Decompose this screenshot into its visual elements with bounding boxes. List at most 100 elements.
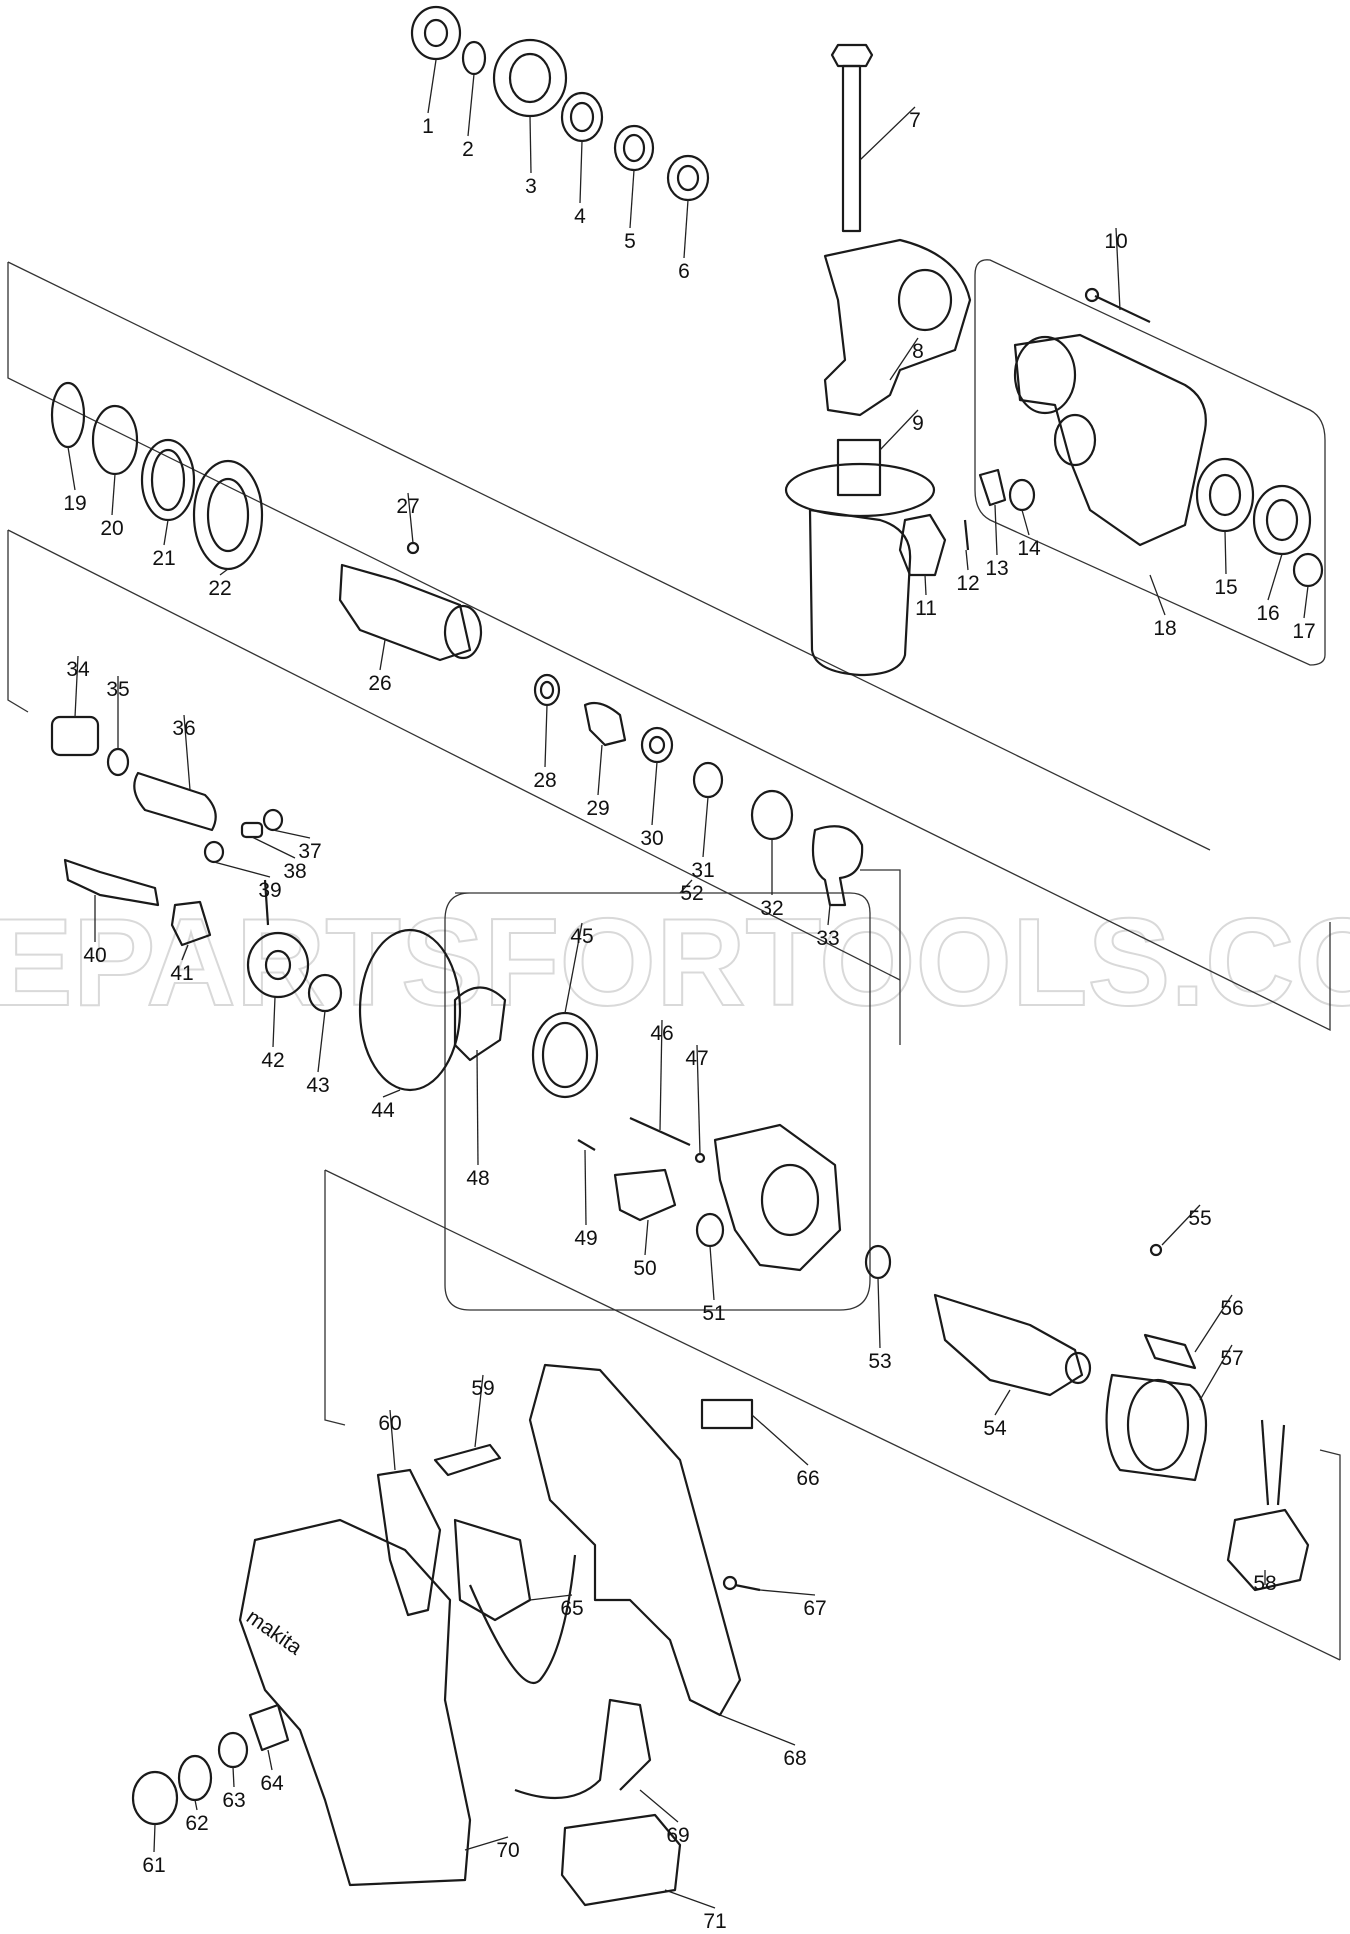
- leader-line-45: [564, 922, 583, 1014]
- leader-line-47: [696, 1044, 701, 1155]
- part-label-49: 49: [574, 1227, 597, 1250]
- leader-line-19: [67, 446, 76, 491]
- part-label-60: 60: [378, 1412, 401, 1435]
- leader-line-10: [1115, 227, 1121, 311]
- part-label-9: 9: [912, 412, 924, 435]
- leader-line-29: [597, 744, 603, 796]
- leader-line-43: [317, 1010, 326, 1073]
- leader-line-38: [251, 836, 296, 859]
- group-outlines: [7, 259, 1341, 1661]
- leader-line-36: [183, 714, 191, 791]
- leader-line-71: [664, 1889, 716, 1909]
- part-label-46: 46: [650, 1022, 673, 1045]
- part-label-43: 43: [306, 1074, 329, 1097]
- part-label-61: 61: [142, 1854, 165, 1877]
- leader-line-39: [213, 861, 271, 878]
- leader-line-22: [219, 568, 229, 576]
- part-label-66: 66: [796, 1467, 819, 1490]
- leader-line-9: [879, 409, 919, 451]
- leader-line-5: [629, 169, 635, 229]
- part-label-40: 40: [83, 944, 106, 967]
- part-label-30: 30: [640, 827, 663, 850]
- part-label-4: 4: [574, 205, 586, 228]
- part-label-41: 41: [170, 962, 193, 985]
- leader-line-46: [659, 1019, 663, 1131]
- part-label-48: 48: [466, 1167, 489, 1190]
- part-label-56: 56: [1220, 1297, 1243, 1320]
- leader-line-54: [994, 1389, 1011, 1416]
- leader-line-53: [877, 1277, 881, 1349]
- leader-line-64: [267, 1749, 273, 1771]
- leader-line-55: [1161, 1204, 1201, 1246]
- part-label-69: 69: [666, 1824, 689, 1847]
- part-label-27: 27: [396, 495, 419, 518]
- part-label-44: 44: [371, 1099, 395, 1122]
- part-label-35: 35: [106, 678, 129, 701]
- leader-line-44: [382, 1089, 401, 1098]
- part-label-11: 11: [915, 597, 937, 620]
- leader-line-6: [683, 199, 689, 259]
- part-label-5: 5: [624, 230, 636, 253]
- leader-line-26: [379, 639, 386, 671]
- part-label-36: 36: [172, 717, 195, 740]
- leader-line-18: [1149, 574, 1166, 616]
- part-label-31: 31: [691, 859, 714, 882]
- part-label-10: 10: [1104, 230, 1127, 253]
- leader-line-41: [181, 944, 189, 961]
- part-label-18: 18: [1153, 617, 1176, 640]
- leader-line-33: [827, 904, 831, 926]
- leader-line-17: [1303, 585, 1309, 619]
- leader-line-20: [111, 473, 116, 516]
- part-label-2: 2: [462, 138, 474, 161]
- part-label-58: 58: [1253, 1572, 1276, 1595]
- leader-line-11: [924, 574, 927, 596]
- leader-line-52: [679, 879, 693, 894]
- leader-line-69: [639, 1789, 679, 1823]
- leader-line-67: [759, 1589, 816, 1596]
- part-label-62: 62: [185, 1812, 208, 1835]
- leader-line-7: [859, 106, 916, 161]
- leader-line-21: [163, 519, 169, 546]
- leader-lines: [67, 59, 1309, 1909]
- leader-line-60: [389, 1409, 396, 1471]
- part-label-59: 59: [471, 1377, 494, 1400]
- part-label-32: 32: [760, 897, 783, 920]
- part-label-13: 13: [985, 557, 1008, 580]
- part-label-38: 38: [283, 860, 306, 883]
- part-label-54: 54: [983, 1417, 1007, 1440]
- part-label-19: 19: [63, 492, 86, 515]
- part-label-67: 67: [803, 1597, 826, 1620]
- leader-line-66: [751, 1414, 809, 1466]
- part-label-70: 70: [496, 1839, 519, 1862]
- leader-line-49: [584, 1149, 587, 1226]
- part-label-47: 47: [685, 1047, 708, 1070]
- leader-line-3: [529, 115, 532, 174]
- leader-line-14: [1021, 509, 1030, 536]
- watermark: EPARTSFORTOOLS.CO: [0, 894, 1350, 1032]
- leader-line-50: [644, 1219, 649, 1256]
- part-label-1: 1: [422, 115, 434, 138]
- leader-line-56: [1194, 1294, 1233, 1353]
- part-label-57: 57: [1220, 1347, 1243, 1370]
- part-label-22: 22: [208, 577, 231, 600]
- part-label-16: 16: [1256, 602, 1279, 625]
- part-label-39: 39: [258, 879, 281, 902]
- part-label-15: 15: [1214, 576, 1237, 599]
- part-label-52: 52: [680, 882, 703, 905]
- leader-line-42: [272, 996, 276, 1048]
- leader-line-61: [153, 1823, 156, 1853]
- leader-line-51: [709, 1245, 715, 1301]
- leader-line-13: [994, 504, 998, 556]
- part-label-68: 68: [783, 1747, 806, 1770]
- leader-line-62: [194, 1799, 198, 1811]
- part-label-34: 34: [66, 658, 90, 681]
- part-label-37: 37: [298, 840, 321, 863]
- part-label-26: 26: [368, 672, 391, 695]
- leader-line-16: [1267, 553, 1283, 601]
- part-label-55: 55: [1188, 1207, 1211, 1230]
- part-label-7: 7: [909, 109, 921, 132]
- part-label-33: 33: [816, 927, 839, 950]
- leader-line-12: [965, 549, 969, 571]
- leader-line-30: [651, 761, 658, 826]
